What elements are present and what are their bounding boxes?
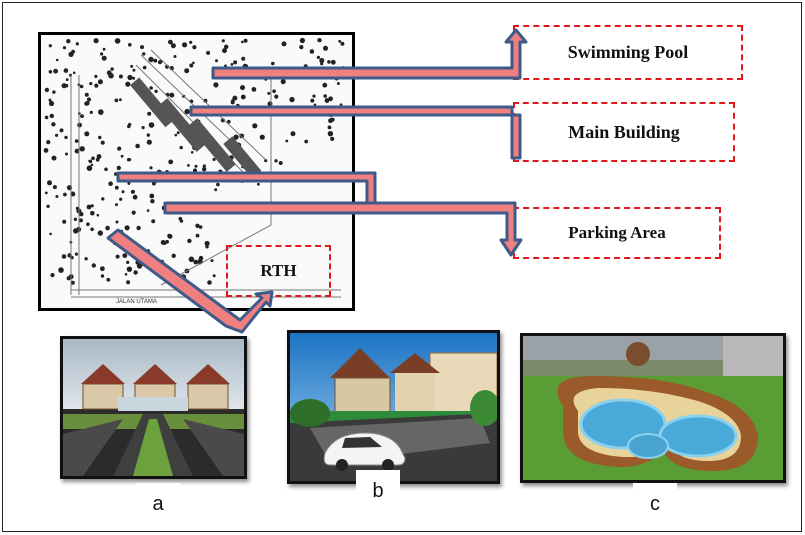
site-plan-road-label: JALAN UTAMA: [116, 299, 157, 305]
parking-area-label: Parking Area: [513, 207, 721, 259]
main-building-label: Main Building: [513, 102, 735, 162]
swimming-pool-label: Swimming Pool: [513, 25, 743, 80]
rth-label: RTH: [226, 245, 331, 297]
render-photo-a: [60, 336, 247, 479]
caption-b: b: [356, 470, 400, 512]
car-icon: [323, 432, 406, 471]
render-photo-c: [520, 333, 786, 483]
caption-a: a: [136, 483, 180, 525]
render-photo-b: [287, 330, 500, 484]
caption-c: c: [633, 483, 677, 525]
